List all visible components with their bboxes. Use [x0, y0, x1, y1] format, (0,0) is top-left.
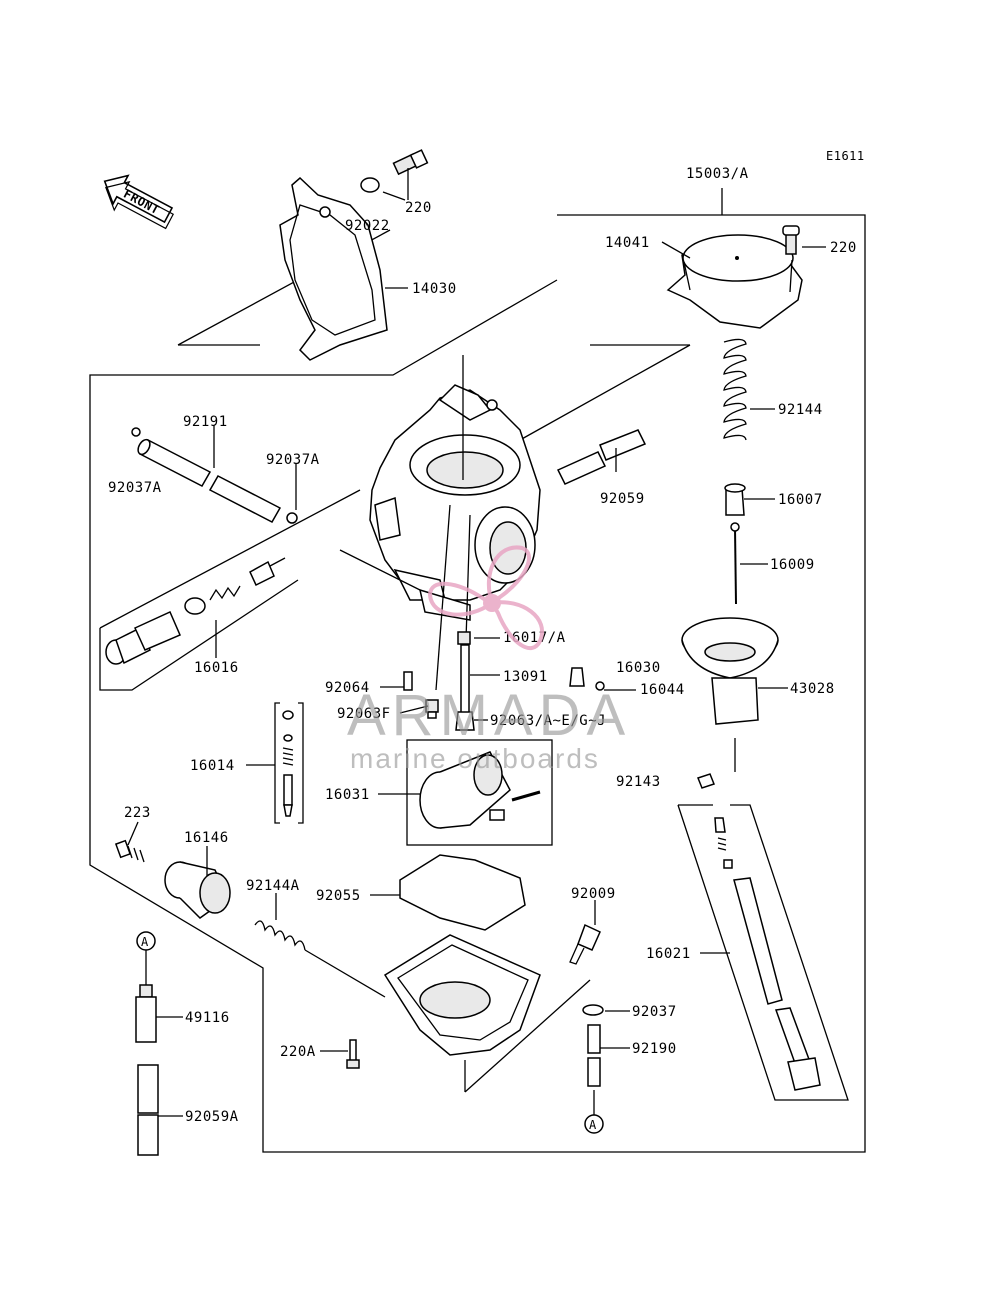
label-92059: 92059	[600, 491, 645, 507]
leader-lines	[127, 168, 826, 1117]
label-92190: 92190	[632, 1041, 677, 1057]
label-92059A: 92059A	[185, 1109, 239, 1125]
label-16044: 16044	[640, 682, 685, 698]
label-92063F: 92063F	[337, 706, 391, 722]
spring-92144	[723, 338, 747, 441]
label-16031: 16031	[325, 787, 370, 803]
intake-16031	[419, 751, 541, 829]
cover-14030	[279, 176, 388, 361]
label-16009: 16009	[770, 557, 815, 573]
label-92037A-left: 92037A	[108, 480, 162, 496]
part-16146	[164, 861, 231, 919]
pilot-screw-16014	[282, 710, 294, 817]
spring-92144A	[254, 920, 306, 951]
drain-screw-92009	[569, 923, 601, 965]
watermark-brand: ARMADA	[347, 683, 631, 748]
label-92144A: 92144A	[246, 878, 300, 894]
washer-92022	[360, 177, 380, 193]
watermark-tagline: marine outboards	[350, 743, 600, 774]
label-49116: 49116	[185, 1010, 230, 1026]
label-A-top: A	[141, 935, 149, 949]
label-14030: 14030	[412, 281, 457, 297]
clip-92143	[697, 773, 715, 789]
diagram-code: E1611	[826, 149, 865, 163]
jets-group	[403, 631, 475, 731]
label-223: 223	[124, 805, 151, 821]
choke-plunger-right	[582, 1004, 604, 1134]
top-cap-14041	[666, 234, 803, 329]
label-16030: 16030	[616, 660, 661, 676]
label-92009: 92009	[571, 886, 616, 902]
label-14041: 14041	[605, 235, 650, 251]
label-16016: 16016	[194, 660, 239, 676]
part-16030	[569, 667, 585, 687]
label-92037A-right: 92037A	[266, 452, 320, 468]
propeller-logo-icon	[427, 545, 544, 650]
choke-plunger-left	[135, 931, 159, 1156]
label-16014: 16014	[190, 758, 235, 774]
label-16007: 16007	[778, 492, 823, 508]
tube-92191	[131, 427, 298, 524]
screw-220-right	[782, 225, 800, 255]
assembly-16016	[105, 557, 286, 665]
label-220-top: 220	[405, 200, 432, 216]
label-92055: 92055	[316, 888, 361, 904]
label-13091: 13091	[503, 669, 548, 685]
label-92191: 92191	[183, 414, 228, 430]
label-92037: 92037	[632, 1004, 677, 1020]
label-92063A: 92063/A~E/G~J	[490, 713, 606, 729]
gasket-92055	[399, 854, 526, 931]
label-220-right: 220	[830, 240, 857, 256]
float-bowl	[346, 934, 541, 1069]
label-220A: 220A	[280, 1044, 316, 1060]
jet-needle-16009	[734, 527, 737, 605]
throttle-stop-16021	[714, 817, 821, 1091]
label-16146: 16146	[184, 830, 229, 846]
label-92143: 92143	[616, 774, 661, 790]
assembly-frame-lines	[89, 188, 866, 1153]
front-arrow-icon: FRONT	[103, 174, 175, 230]
label-A-bottom: A	[589, 1118, 597, 1132]
label-43028: 43028	[790, 681, 835, 697]
label-92022: 92022	[345, 218, 390, 234]
clip-16044	[595, 681, 605, 691]
label-92064: 92064	[325, 680, 370, 696]
label-92144: 92144	[778, 402, 823, 418]
watermark: ARMADA marine outboards	[347, 545, 631, 774]
carburetor-body	[339, 355, 541, 691]
screw-220-top	[392, 149, 429, 176]
diaphragm-43028	[681, 617, 779, 725]
label-16021: 16021	[646, 946, 691, 962]
tube-92059	[556, 429, 647, 485]
label-15003A: 15003/A	[686, 166, 749, 182]
screw-223	[114, 839, 145, 863]
